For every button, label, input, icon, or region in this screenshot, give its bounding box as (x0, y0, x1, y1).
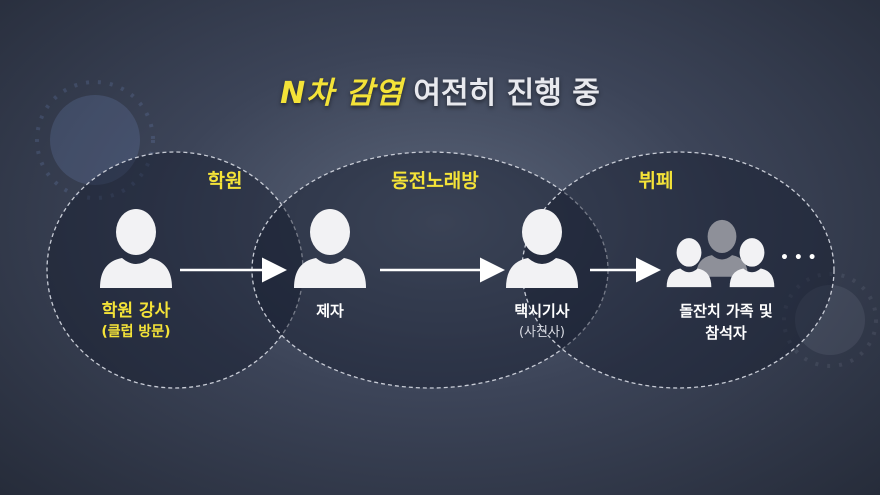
person-icon (100, 209, 172, 288)
virus-decoration-icon (782, 272, 878, 368)
more-ellipsis: • • • (780, 250, 817, 266)
virus-decoration-icon (35, 80, 155, 200)
node-sub-party: 참석자 (705, 324, 747, 342)
node-label-party: 돌잔치 가족 및 (679, 302, 773, 320)
circle-label-buffet: 뷔페 (638, 170, 674, 192)
title-rest: 여전히 진행 중 (413, 76, 600, 111)
circle-label-academy: 학원 (207, 170, 243, 192)
node-label-instructor: 학원 강사 (101, 301, 171, 321)
title-accent: N차 감염 (280, 76, 404, 111)
node-sub-taxi-driver: (사진사) (518, 325, 566, 340)
node-sub-instructor: (클럽 방문) (101, 324, 171, 340)
group-icon (666, 219, 775, 288)
node-label-student: 제자 (316, 302, 344, 320)
page-title: N차 감염 여전히 진행 중 (0, 68, 880, 112)
node-label-taxi-driver: 택시기사 (514, 302, 570, 320)
person-icon (506, 209, 578, 288)
person-icon (294, 209, 366, 288)
circle-label-karaoke: 동전노래방 (391, 170, 479, 192)
